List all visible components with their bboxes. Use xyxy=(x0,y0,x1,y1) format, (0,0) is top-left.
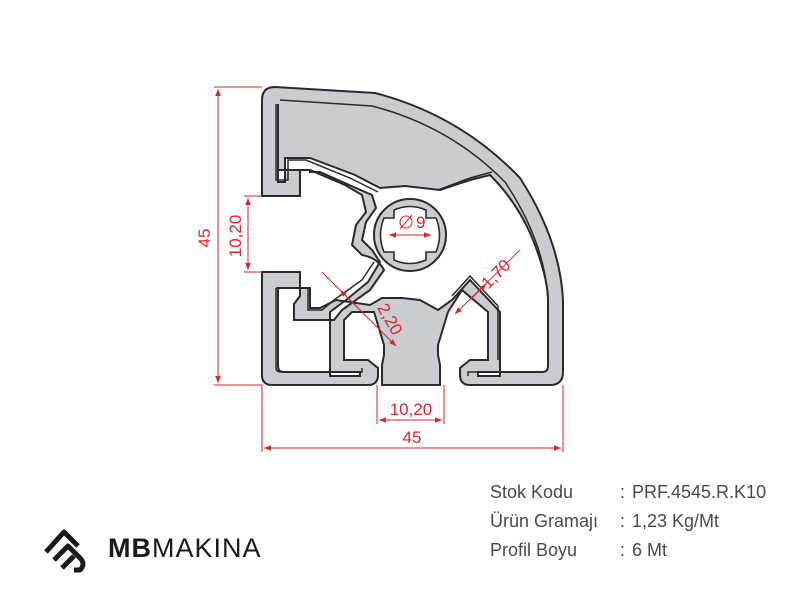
brand-logo: MBMAKINA xyxy=(40,522,262,574)
spec-label: Stok Kodu xyxy=(490,482,574,502)
spec-label: Profil Boyu xyxy=(490,540,578,560)
slot-width-label: 10,20 xyxy=(390,400,433,419)
spec-row-stock-code: Stok Kodu : PRF.4545.R.K10 xyxy=(490,478,766,507)
spec-row-weight: Ürün Gramajı : 1,23 Kg/Mt xyxy=(490,507,766,536)
right-web-line xyxy=(437,171,493,191)
dimension-wall-a xyxy=(454,249,521,315)
spec-value: PRF.4545.R.K10 xyxy=(632,482,767,502)
dimension-overall-width xyxy=(261,385,564,452)
left-lower-inner-line xyxy=(276,261,375,311)
bore-diameter-label: 9 xyxy=(416,213,425,232)
brand-name-light: MAKINA xyxy=(152,532,262,563)
spec-row-length: Profil Boyu : 6 Mt xyxy=(490,536,766,565)
left-wall-inner-line xyxy=(275,104,379,193)
profile-section xyxy=(261,85,564,386)
brand-name: MBMAKINA xyxy=(108,533,262,564)
outer-wall-inner-line xyxy=(279,99,549,376)
spec-separator: : xyxy=(620,540,626,560)
spec-value: 1,23 Kg/Mt xyxy=(632,511,720,531)
product-spec-table: Stok Kodu : PRF.4545.R.K10 Ürün Gramajı … xyxy=(490,478,766,565)
brand-name-bold: MB xyxy=(108,532,152,563)
diameter-icon xyxy=(399,215,413,229)
spec-label: Ürün Gramajı xyxy=(490,511,599,531)
spec-separator: : xyxy=(620,482,626,502)
dimension-bore xyxy=(389,214,431,238)
slot-height-label: 10,20 xyxy=(226,215,245,258)
overall-height-label: 45 xyxy=(195,229,214,248)
dimension-slot-height xyxy=(244,195,262,273)
bottom-right-web-line xyxy=(451,274,499,360)
spec-separator: : xyxy=(620,511,626,531)
overall-width-label: 45 xyxy=(403,428,422,447)
dimension-slot-width xyxy=(376,385,445,424)
dimension-overall-height xyxy=(214,86,262,386)
spec-value: 6 Mt xyxy=(632,540,668,560)
dimension-wall-b xyxy=(321,271,397,347)
mb-logo-icon xyxy=(44,529,86,573)
bottom-left-inner-line xyxy=(275,288,363,373)
